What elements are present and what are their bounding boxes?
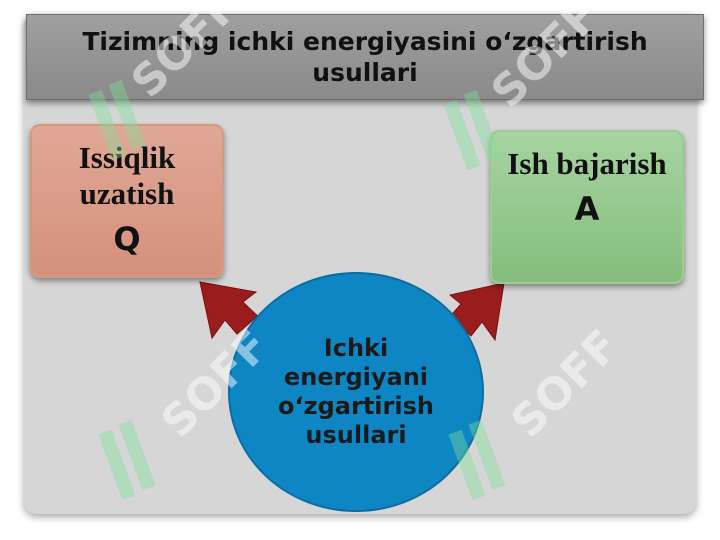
heat-symbol: Q <box>113 220 141 258</box>
heat-transfer-label: Issiqlik uzatish <box>78 140 176 211</box>
work-box: Ish bajarish A <box>490 130 684 284</box>
work-symbol: A <box>574 190 600 228</box>
circle-label: Ichki energiyani o‘zgartirish usullari <box>278 334 434 449</box>
title-bar: Tizimning ichki energiyasini o‘zgartiris… <box>26 14 704 100</box>
work-label: Ish bajarish <box>507 146 667 181</box>
slide-title: Tizimning ichki energiyasini o‘zgartiris… <box>82 27 648 87</box>
heat-transfer-box: Issiqlik uzatish Q <box>30 124 224 278</box>
internal-energy-circle: Ichki energiyani o‘zgartirish usullari <box>228 272 484 512</box>
